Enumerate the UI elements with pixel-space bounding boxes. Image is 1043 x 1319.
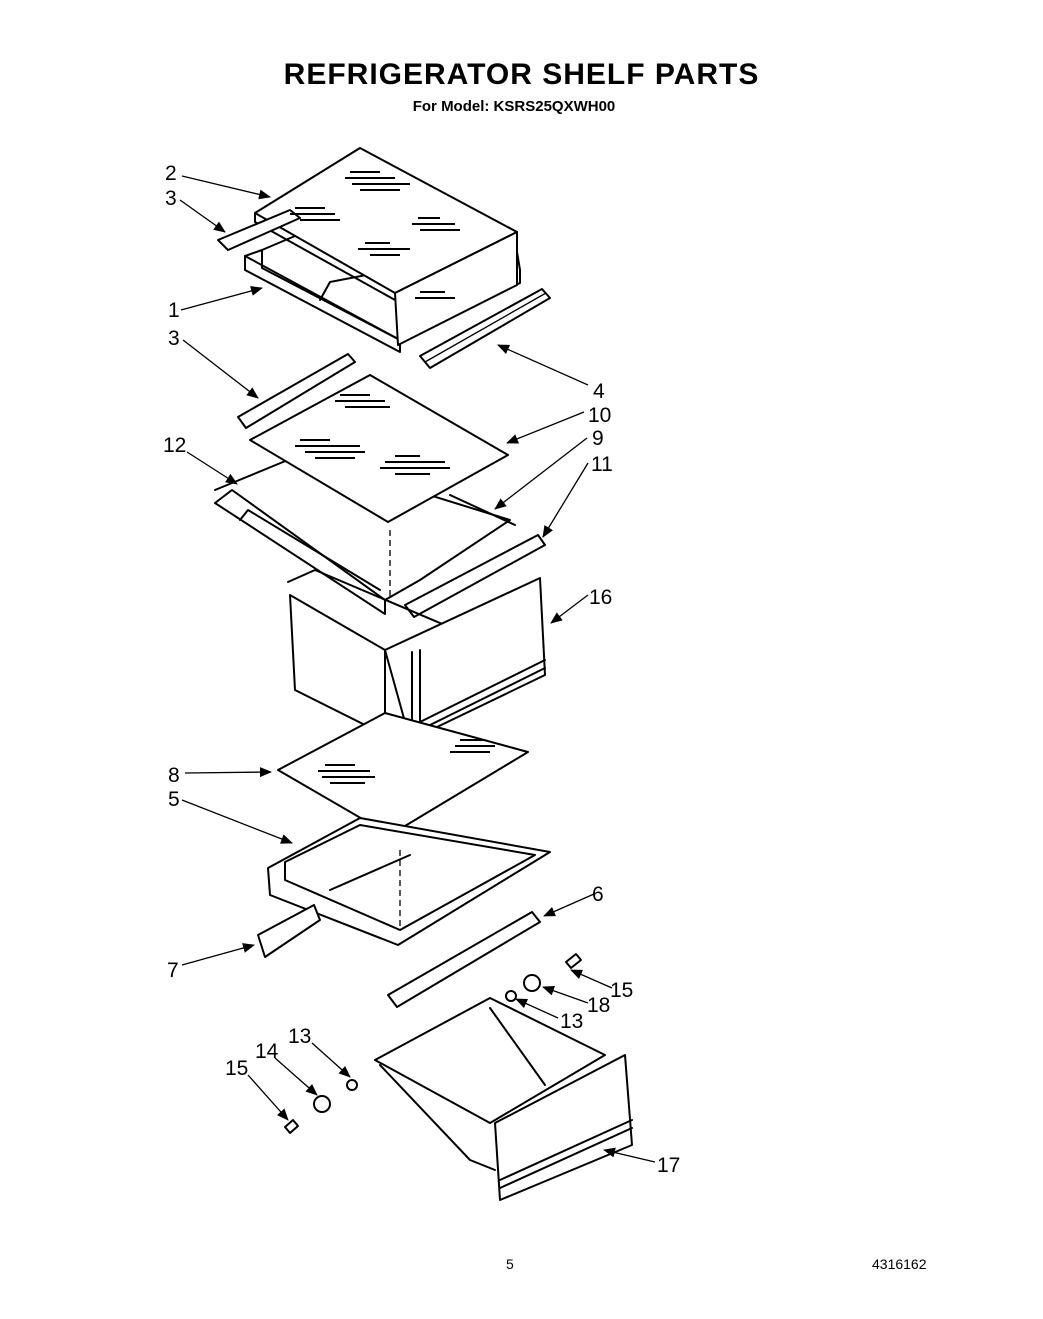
- callout-15-left: 15: [225, 1057, 248, 1080]
- crisper-front-16: [384, 577, 546, 741]
- leader-lines: [179, 175, 656, 1163]
- callout-11: 11: [591, 453, 613, 476]
- callout-1: 1: [168, 299, 180, 322]
- callout-5: 5: [168, 788, 180, 811]
- page-number: 5: [506, 1256, 514, 1272]
- shelf-frame-12: [214, 489, 386, 615]
- callout-10: 10: [588, 404, 611, 427]
- screw-15-right: [565, 953, 582, 969]
- roller-14: [313, 1095, 331, 1113]
- callout-6: 6: [592, 883, 604, 906]
- callout-7: 7: [167, 959, 179, 982]
- glass-shelf-8: [277, 712, 529, 836]
- crisper-pan-16: [289, 594, 386, 736]
- callout-9: 9: [592, 427, 604, 450]
- callout-12: 12: [163, 434, 186, 457]
- callout-3-top: 3: [165, 187, 177, 210]
- screw-15-left: [284, 1119, 299, 1134]
- callout-14: 14: [255, 1040, 279, 1063]
- callout-18: 18: [587, 994, 610, 1017]
- roller-18: [523, 974, 541, 992]
- glass-shelf-10: [249, 374, 509, 523]
- page-title: REFRIGERATOR SHELF PARTS: [283, 58, 760, 91]
- callout-15-right: 15: [610, 979, 633, 1002]
- shelf-frame-5: [267, 817, 551, 946]
- lower-shelf-assembly: [257, 712, 551, 1008]
- callout-4: 4: [593, 380, 605, 403]
- model-subtitle: For Model: KSRS25QXWH00: [412, 98, 616, 115]
- callout-labels: 2 3 1 3 4 10 9 11 12 16 8 5 6 7 15 18 13…: [163, 162, 680, 1177]
- drawer-front-17: [494, 1054, 633, 1201]
- middle-shelf-assembly: [214, 353, 546, 741]
- callout-8: 8: [168, 764, 180, 787]
- callout-17: 17: [657, 1154, 680, 1177]
- rail-6: [387, 911, 541, 1008]
- callout-3-middle: 3: [168, 327, 180, 350]
- side-rail-3-lower: [237, 353, 356, 429]
- callout-16: 16: [589, 586, 612, 609]
- callout-2: 2: [165, 162, 177, 185]
- pin-13-left: [346, 1079, 358, 1091]
- side-rail-3-top: [217, 209, 301, 251]
- document-number: 4316162: [872, 1256, 927, 1272]
- drawer-top-17: [374, 997, 606, 1124]
- shelf-end-cap: [394, 231, 518, 346]
- callout-13-left: 13: [288, 1025, 311, 1048]
- top-shelf-assembly: [217, 147, 551, 369]
- pin-13-right: [505, 990, 517, 1002]
- bottom-drawer-assembly: [284, 953, 633, 1201]
- rail-7: [257, 904, 321, 958]
- callout-13-right: 13: [560, 1010, 583, 1033]
- rail-11: [404, 534, 546, 618]
